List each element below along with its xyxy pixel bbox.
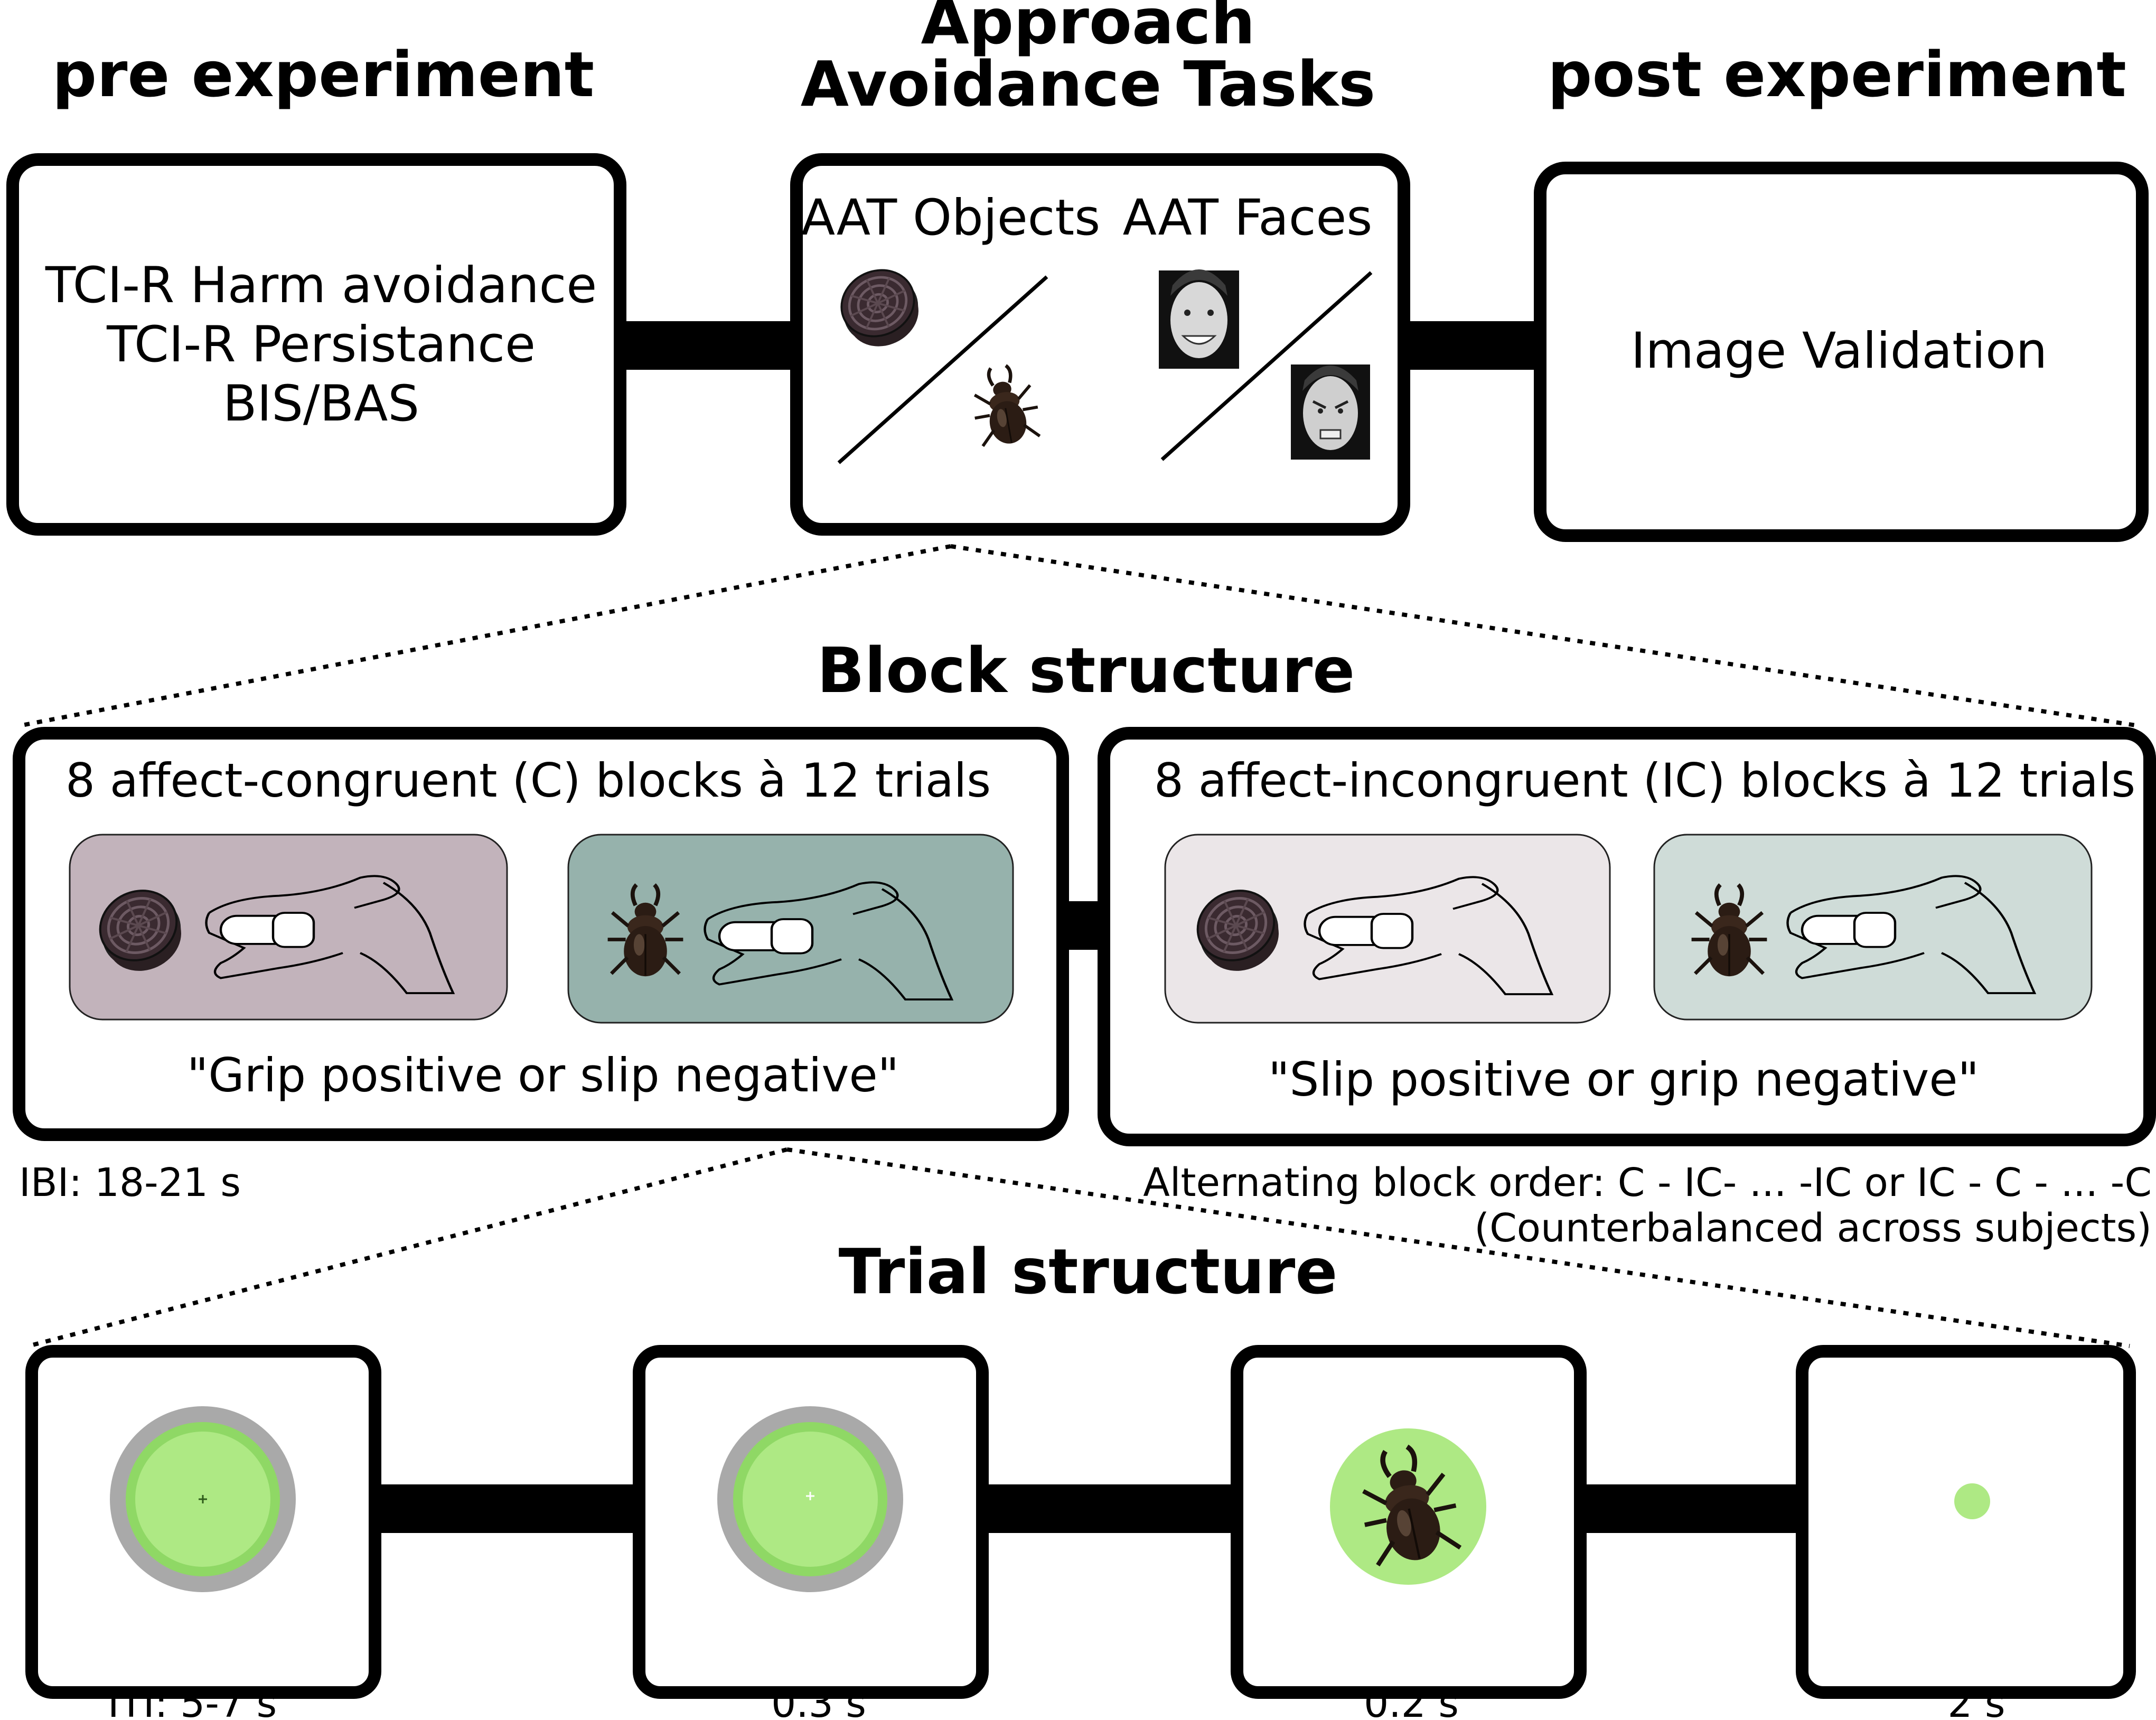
congruent-slip-negative-panel	[567, 834, 1014, 1024]
duration-iti: ITI: 5-7 s	[108, 1681, 277, 1720]
zoom-line-block-right	[786, 1147, 2130, 1348]
duration-stimulus: 0.2 s	[1364, 1681, 1459, 1720]
angry-face-icon	[1291, 364, 1370, 460]
connector-aat-post	[1405, 321, 1541, 370]
fixation-cross-icon	[806, 1492, 814, 1500]
header-post-experiment: post experiment	[1548, 38, 2126, 111]
pre-item-persistance: TCI-R Persistance	[106, 316, 536, 373]
block-order-label: Alternating block order: C - IC- ... -IC…	[1143, 1160, 2152, 1205]
zoom-line-aat-right	[950, 544, 2140, 728]
aat-objects-divider	[837, 275, 1048, 464]
aat-objects-label: AAT Objects	[801, 189, 1100, 247]
aat-faces-label: AAT Faces	[1123, 189, 1373, 247]
post-experiment-box: Image Validation	[1534, 162, 2149, 542]
duration-response: 2 s	[1947, 1681, 2005, 1720]
congruent-instruction: "Grip positive or slip negative"	[187, 1048, 899, 1102]
incongruent-block-box: 8 affect-incongruent (IC) blocks à 12 tr…	[1098, 727, 2156, 1146]
aat-box: AAT Objects AAT Faces	[790, 153, 1410, 536]
trial-box-iti	[25, 1345, 381, 1699]
header-block-structure: Block structure	[817, 634, 1355, 707]
connector-trial-1-2	[375, 1484, 639, 1533]
congruent-block-box: 8 affect-congruent (C) blocks à 12 trial…	[13, 727, 1069, 1141]
incongruent-grip-negative-panel	[1653, 834, 2093, 1021]
fixation-cross-icon	[199, 1495, 207, 1503]
incongruent-instruction: "Slip positive or grip negative"	[1268, 1052, 1979, 1107]
pre-item-harm-avoidance: TCI-R Harm avoidance	[45, 257, 597, 314]
congruent-block-title: 8 affect-congruent (C) blocks à 12 trial…	[65, 753, 991, 808]
happy-face-icon	[1159, 269, 1239, 369]
trial-box-cue	[633, 1345, 989, 1699]
header-trial-structure: Trial structure	[839, 1235, 1338, 1308]
header-aat-line2: Avoidance Tasks	[801, 48, 1376, 120]
header-aat-line1: Approach	[921, 0, 1255, 58]
connector-trial-2-3	[982, 1484, 1246, 1533]
incongruent-block-title: 8 affect-incongruent (IC) blocks à 12 tr…	[1154, 753, 2135, 808]
aat-faces-divider	[1160, 271, 1373, 461]
zoom-line-aat-left	[18, 544, 951, 728]
trial-box-response	[1796, 1345, 2136, 1699]
trial-box-stimulus	[1231, 1345, 1587, 1699]
connector-pre-aat	[618, 321, 798, 370]
feedback-dot	[1954, 1483, 1990, 1519]
connector-trial-3-4	[1580, 1484, 1813, 1533]
header-pre-experiment: pre experiment	[52, 38, 594, 111]
counterbalanced-label: (Counterbalanced across subjects)	[1474, 1205, 2152, 1251]
zoom-line-block-left	[27, 1147, 788, 1348]
duration-cue: 0.3 s	[771, 1681, 866, 1720]
congruent-grip-positive-panel	[69, 834, 508, 1021]
incongruent-slip-positive-panel	[1164, 834, 1611, 1024]
ibi-label: IBI: 18-21 s	[19, 1160, 241, 1205]
post-item-image-validation: Image Validation	[1631, 322, 2047, 380]
pre-experiment-box: TCI-R Harm avoidance TCI-R Persistance B…	[6, 153, 626, 536]
pre-item-bis-bas: BIS/BAS	[223, 375, 419, 433]
